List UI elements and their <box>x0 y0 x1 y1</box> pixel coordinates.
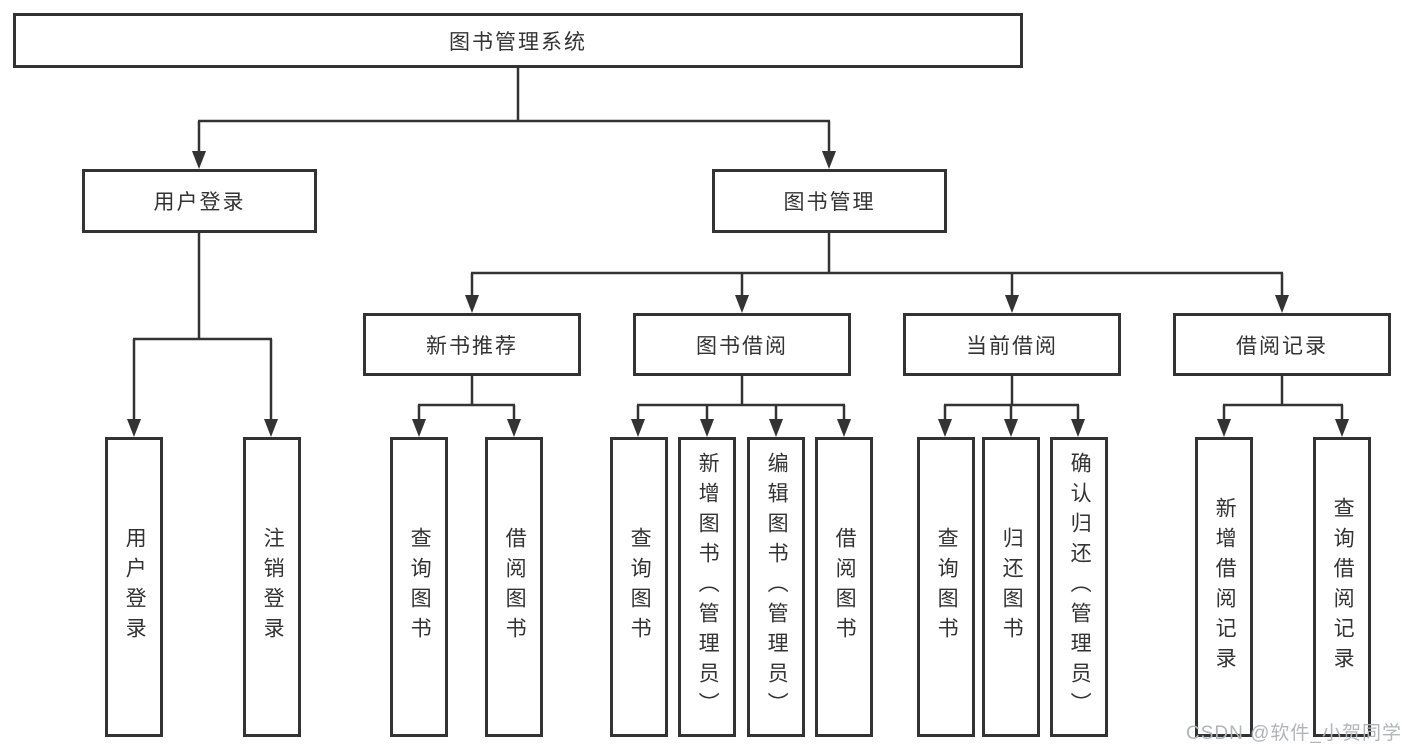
leaf-edit-books-admin: 编辑图书（管理员） <box>747 437 805 737</box>
leaf-query-books-borrow: 查询图书 <box>610 437 668 737</box>
leaf-add-borrow-record-label: 新增借阅记录 <box>1213 497 1237 677</box>
leaf-borrow-books-recommend-label: 借阅图书 <box>503 527 527 647</box>
leaf-add-borrow-record: 新增借阅记录 <box>1195 437 1253 737</box>
leaf-return-books-label: 归还图书 <box>1000 527 1024 647</box>
node-root-label: 图书管理系统 <box>449 30 587 54</box>
leaf-query-books-current: 查询图书 <box>917 437 975 737</box>
node-current-borrow: 当前借阅 <box>903 313 1121 376</box>
leaf-confirm-return-admin-label: 确认归还（管理员） <box>1068 452 1092 722</box>
leaf-borrow-books-recommend: 借阅图书 <box>485 437 543 737</box>
node-new-book-recommend-label: 新书推荐 <box>426 334 518 358</box>
node-new-book-recommend: 新书推荐 <box>363 313 581 376</box>
node-book-management: 图书管理 <box>712 169 947 233</box>
csdn-watermark: CSDN @软件_小贺同学 <box>1186 723 1402 744</box>
leaf-query-books-recommend-label: 查询图书 <box>408 527 432 647</box>
leaf-add-books-admin-label: 新增图书（管理员） <box>696 452 720 722</box>
leaf-query-books-recommend: 查询图书 <box>390 437 448 737</box>
node-book-borrow: 图书借阅 <box>633 313 851 376</box>
leaf-return-books: 归还图书 <box>982 437 1040 737</box>
node-borrow-records: 借阅记录 <box>1173 313 1391 376</box>
node-user-login-label: 用户登录 <box>153 191 246 214</box>
leaf-query-books-current-label: 查询图书 <box>935 527 959 647</box>
node-user-login: 用户登录 <box>82 169 317 233</box>
leaf-logout: 注销登录 <box>243 437 301 737</box>
node-borrow-records-label: 借阅记录 <box>1236 334 1328 358</box>
leaf-query-books-borrow-label: 查询图书 <box>628 527 652 647</box>
node-book-borrow-label: 图书借阅 <box>696 334 788 358</box>
node-current-borrow-label: 当前借阅 <box>966 334 1058 358</box>
leaf-logout-label: 注销登录 <box>261 527 285 647</box>
leaf-user-login-label: 用户登录 <box>123 527 147 647</box>
leaf-query-borrow-record: 查询借阅记录 <box>1313 437 1371 737</box>
leaf-add-books-admin: 新增图书（管理员） <box>678 437 736 737</box>
node-book-management-label: 图书管理 <box>783 191 876 214</box>
leaf-edit-books-admin-label: 编辑图书（管理员） <box>765 452 789 722</box>
leaf-borrow-books-borrow: 借阅图书 <box>815 437 873 737</box>
leaf-confirm-return-admin: 确认归还（管理员） <box>1050 437 1108 737</box>
leaf-query-borrow-record-label: 查询借阅记录 <box>1331 497 1355 677</box>
leaf-borrow-books-borrow-label: 借阅图书 <box>833 527 857 647</box>
node-root: 图书管理系统 <box>13 13 1023 68</box>
leaf-user-login: 用户登录 <box>105 437 163 737</box>
